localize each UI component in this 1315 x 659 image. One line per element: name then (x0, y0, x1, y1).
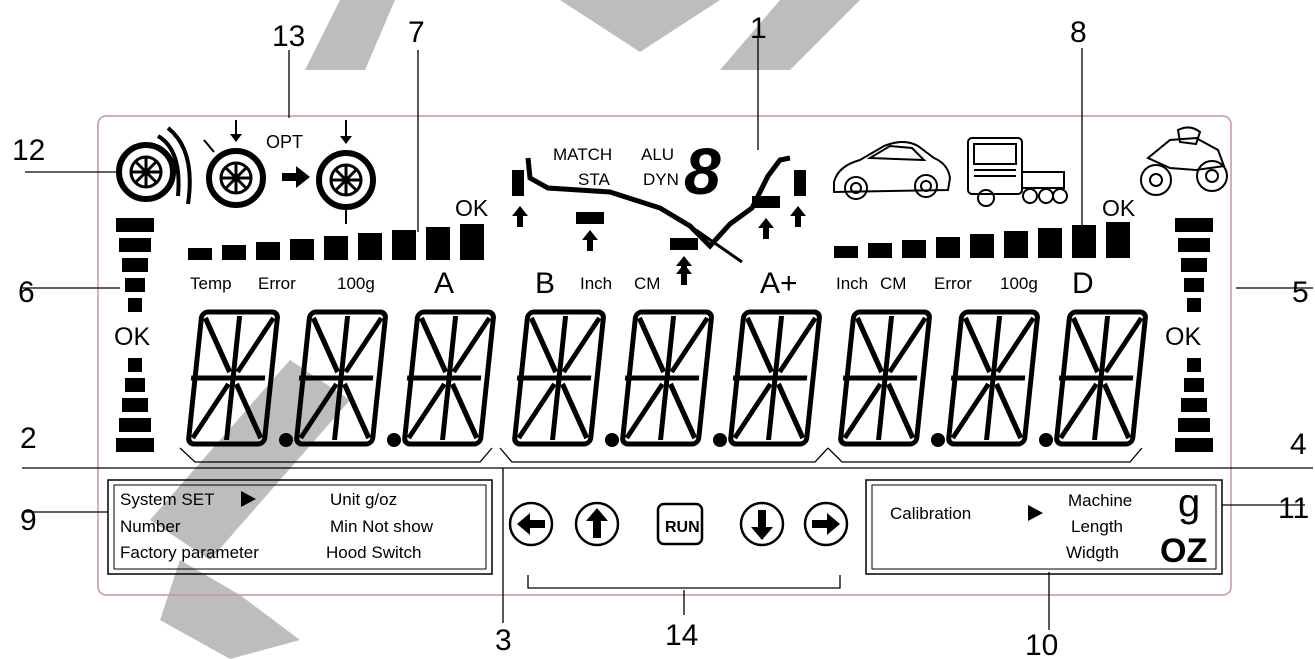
up-arrow-icon (676, 264, 692, 285)
motorcycle-icon (1140, 126, 1228, 196)
unit-oz-label: OZ (1160, 532, 1207, 570)
machine-label: Machine (1068, 491, 1132, 510)
digit-group-left (188, 312, 494, 447)
callout-9: 9 (20, 504, 37, 537)
callout-4: 4 (1290, 428, 1307, 461)
alu-label: ALU (641, 145, 674, 164)
d-label: D (1072, 267, 1094, 300)
unit-label: Unit g/oz (330, 490, 397, 509)
temp-label: Temp (190, 274, 232, 293)
callout-6: 6 (18, 276, 35, 309)
truck-icon (967, 137, 1068, 207)
play-icon (1028, 505, 1043, 521)
side-bars-left (116, 218, 154, 452)
opt-label: OPT (266, 132, 303, 152)
widgth-label: Widgth (1066, 543, 1119, 562)
callout-11: 11 (1278, 492, 1309, 525)
mode-digit: 8 (684, 134, 721, 208)
up-button[interactable] (574, 501, 620, 547)
calibration-label: Calibration (890, 504, 971, 523)
sta-label: STA (578, 170, 610, 189)
b-label: B (535, 267, 555, 300)
side-bars-right (1175, 218, 1213, 452)
wheel-down-icon (203, 120, 266, 208)
ok-right-side: OK (1165, 323, 1201, 351)
length-label: Length (1071, 517, 1123, 536)
callout-1: 1 (750, 12, 767, 45)
run-label: RUN (665, 519, 700, 536)
match-label: MATCH (553, 145, 612, 164)
callout-7: 7 (408, 16, 425, 49)
number-label: Number (120, 517, 181, 536)
inch-mid-label: Inch (580, 274, 612, 293)
play-icon (241, 491, 256, 507)
right-button[interactable] (803, 501, 849, 547)
callout-3: 3 (495, 624, 512, 657)
inch-right-label: Inch (836, 274, 868, 293)
callout-2: 2 (20, 422, 37, 455)
callout-8: 8 (1070, 16, 1087, 49)
callout-12: 12 (12, 134, 45, 167)
min-label: Min Not show (330, 517, 434, 536)
calibration-box (865, 479, 1223, 575)
bar-graph-left (188, 224, 484, 260)
rim-profile (512, 155, 806, 277)
dyn-label: DYN (643, 170, 679, 189)
wheel-spin-icon (116, 126, 192, 205)
run-button[interactable]: RUN (656, 502, 704, 546)
error-left-label: Error (258, 274, 296, 293)
left-button[interactable] (508, 501, 554, 547)
a-label: A (434, 267, 454, 300)
digit-group-middle (514, 312, 820, 447)
down-button[interactable] (739, 501, 785, 547)
error-right-label: Error (934, 274, 972, 293)
arrow-right-icon (282, 166, 310, 188)
lcd-panel (97, 115, 1232, 596)
menu-box (107, 479, 493, 575)
callout-10: 10 (1025, 629, 1058, 659)
factory-label: Factory parameter (120, 543, 259, 562)
cm-right-label: CM (880, 274, 906, 293)
ok-right-bar: OK (1102, 195, 1136, 221)
leader-lines (22, 38, 1313, 630)
hood-label: Hood Switch (326, 543, 421, 562)
cm-mid-label: CM (634, 274, 660, 293)
ok-left-bar: OK (455, 195, 489, 221)
system-set-label: System SET (120, 490, 214, 509)
g100-left-label: 100g (337, 274, 375, 293)
callout-13: 13 (272, 20, 305, 53)
aplus-label: A+ (760, 267, 798, 300)
g100-right-label: 100g (1000, 274, 1038, 293)
wheel-down-icon (316, 120, 376, 224)
unit-g-label: g (1178, 481, 1200, 525)
car-icon (833, 141, 952, 200)
digit-group-right (840, 312, 1146, 447)
bar-graph-right (834, 222, 1130, 258)
callout-5: 5 (1292, 276, 1309, 309)
ok-left-side: OK (114, 323, 150, 351)
callout-14: 14 (665, 619, 698, 652)
callout-numbers: 1 2 3 4 5 6 7 8 9 10 11 12 13 14 (12, 12, 1309, 659)
